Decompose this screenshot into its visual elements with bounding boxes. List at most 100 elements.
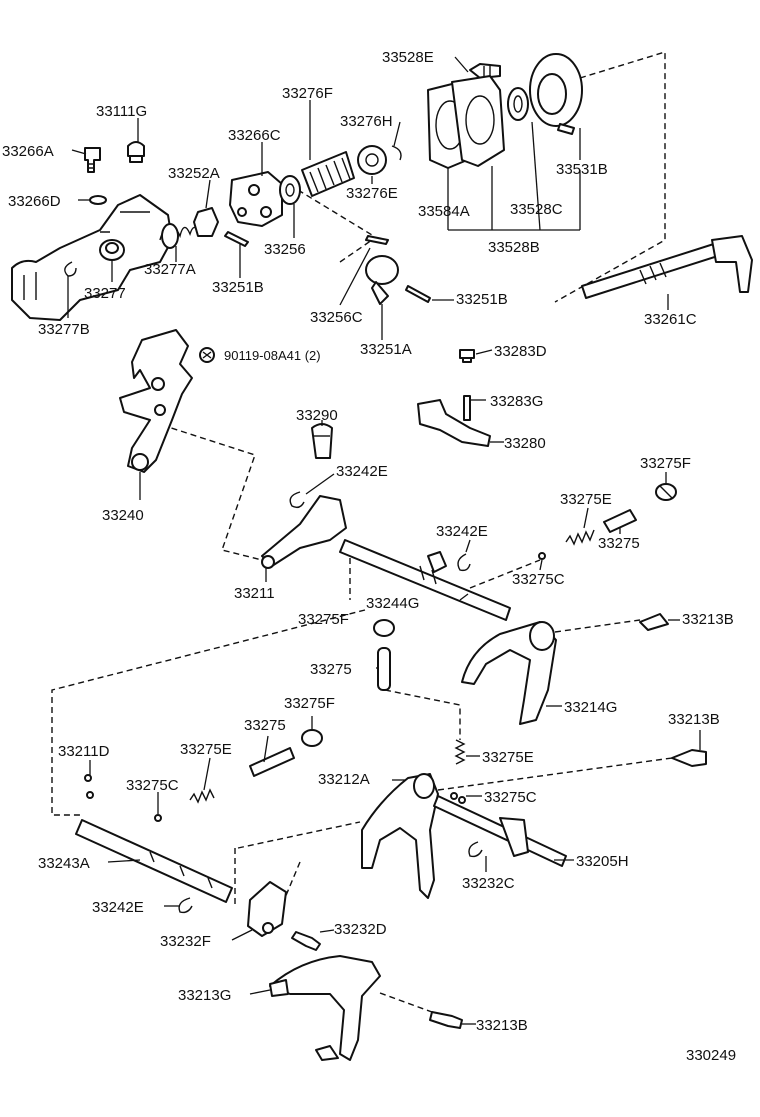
fork-33211-part — [261, 495, 347, 569]
label-33280: 33280 — [504, 435, 546, 452]
label-33232c: 33232C — [462, 875, 515, 892]
label-33531b: 33531B — [556, 161, 608, 178]
bolt-33213b-2-part — [671, 749, 707, 767]
bolt-33528e-part — [469, 63, 501, 79]
label-33275f-3: 33275F — [284, 695, 335, 712]
shaft-33261c-part — [581, 235, 753, 299]
plug-33266a-part — [84, 147, 101, 173]
lever-33240-part — [119, 329, 193, 473]
label-33275c-1: 33275C — [512, 571, 565, 588]
pin-33275-3-part — [249, 747, 295, 777]
fork-33212a-part — [361, 773, 439, 899]
label-33111g: 33111G — [96, 103, 147, 120]
label-33243a: 33243A — [38, 855, 90, 872]
cover-33531b-part — [529, 53, 583, 135]
label-33275c-2: 33275C — [126, 777, 179, 794]
balls-33211d-part — [84, 774, 94, 799]
label-33251b-left: 33251B — [212, 279, 264, 296]
label-33528c: 33528C — [510, 201, 563, 218]
switch-33280-part — [417, 399, 491, 447]
clip-33242e-1-part — [289, 491, 305, 509]
pin-33256c-part — [365, 235, 389, 245]
label-33275c-3: 33275C — [484, 789, 537, 806]
label-33277: 33277 — [84, 285, 126, 302]
label-33266a: 33266A — [2, 143, 54, 160]
label-33211: 33211 — [234, 585, 275, 602]
spring-33275e-3-part — [189, 788, 215, 804]
lever-33251a-part — [365, 255, 399, 305]
nut-33252a-part — [193, 207, 219, 237]
label-33276h: 33276H — [340, 113, 393, 130]
plug-33275f-1-part — [655, 483, 677, 501]
housing-33266c-part — [229, 171, 283, 227]
spring-33277a-part — [159, 223, 199, 249]
ball-33275c-1-part — [538, 552, 546, 560]
pin-33275-2-part — [377, 647, 391, 691]
plug-33290-part — [311, 423, 333, 459]
dashed-assembly-lines — [51, 51, 673, 1013]
block-33232f-part — [247, 881, 287, 937]
label-33213g: 33213G — [178, 987, 231, 1004]
fork-33214g-part — [461, 621, 557, 725]
label-33211d: 33211D — [58, 743, 110, 760]
retainer-33528-part — [451, 75, 505, 167]
label-33528e: 33528E — [382, 49, 434, 66]
label-33266d: 33266D — [8, 193, 61, 210]
label-33256c: 33256C — [310, 309, 363, 326]
spring-33275e-2-part — [454, 739, 466, 765]
label-90119-08a41: 90119-08A41 (2) — [224, 348, 321, 363]
label-33290: 33290 — [296, 407, 338, 424]
bolt-33213b-1-part — [639, 613, 669, 631]
label-33275-3: 33275 — [244, 717, 286, 734]
clip-33242e-3-part — [178, 897, 193, 914]
balls-33275c-3-part — [450, 792, 466, 804]
sleeve-33256-part — [279, 175, 301, 205]
clip-33276h-part — [391, 145, 402, 161]
transmission-case-part — [11, 194, 173, 321]
label-33251a: 33251A — [360, 341, 412, 358]
label-33275-1: 33275 — [598, 535, 640, 552]
bolt-33213b-3-part — [429, 1011, 463, 1029]
label-33275f-2: 33275F — [298, 611, 349, 628]
pin-33251b-right-part — [405, 285, 431, 303]
label-33252a: 33252A — [168, 165, 220, 182]
pin-33275-1-part — [603, 509, 637, 533]
label-33232d: 33232D — [334, 921, 387, 938]
plug-33111g-part — [127, 141, 145, 163]
label-33242e-3: 33242E — [92, 899, 144, 916]
spring-33275e-1-part — [565, 529, 595, 546]
seal-33528c-part — [507, 87, 529, 121]
plug-33275f-2-part — [373, 619, 395, 637]
pin-33283g-part — [463, 395, 471, 421]
label-33275e-2: 33275E — [180, 741, 232, 758]
label-33242e-1: 33242E — [336, 463, 388, 480]
ball-33275c-2-part — [154, 814, 162, 822]
clip-33242e-2-part — [457, 553, 471, 572]
fork-33213g-part — [269, 955, 381, 1061]
label-33214g: 33214G — [564, 699, 617, 716]
label-33276f: 33276F — [282, 85, 333, 102]
bolt-33232d-part — [291, 931, 321, 951]
label-33275e-3: 33275E — [482, 749, 534, 766]
diagram-id: 330249 — [686, 1047, 736, 1064]
clip-33232c-part — [468, 841, 483, 858]
label-33261c: 33261C — [644, 311, 697, 328]
plug-33275f-3-part — [301, 729, 323, 747]
collar-33276e-part — [357, 145, 387, 175]
pin-33251b-left-part — [224, 231, 249, 247]
label-33251b-right: 33251B — [456, 291, 508, 308]
label-33283d: 33283D — [494, 343, 547, 360]
label-33256: 33256 — [264, 241, 306, 258]
label-33283g: 33283G — [490, 393, 543, 410]
label-33275e-1: 33275E — [560, 491, 612, 508]
shaft-33244g-part — [339, 539, 511, 621]
label-33244g: 33244G — [366, 595, 419, 612]
label-33213b-2: 33213B — [668, 711, 720, 728]
label-33213b-1: 33213B — [682, 611, 734, 628]
label-33205h: 33205H — [576, 853, 629, 870]
spring-33276f-part — [301, 151, 355, 197]
label-33275-2: 33275 — [310, 661, 352, 678]
label-33213b-3: 33213B — [476, 1017, 528, 1034]
